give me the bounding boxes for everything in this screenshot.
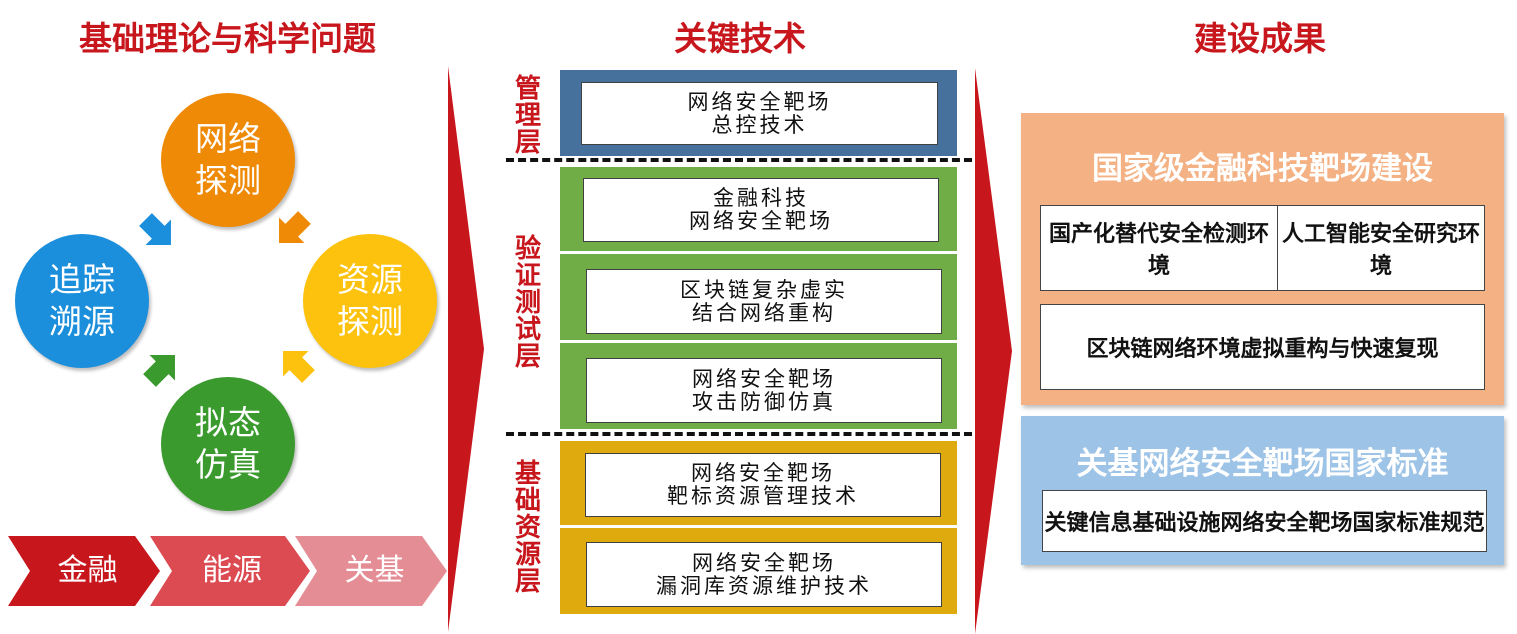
- tech-box-line1: 金融科技: [713, 186, 809, 210]
- layer-label-char: 验: [514, 234, 541, 264]
- circle-line1: 网络: [195, 119, 261, 158]
- circle-line2: 仿真: [195, 445, 261, 484]
- arrow-resource-to-mimic-icon: [283, 351, 315, 383]
- circle-line1: 追踪: [49, 260, 115, 299]
- layer-label-foundation: 基 础 资 源 层: [508, 461, 548, 596]
- flow-arrow-middle-to-right-icon: [975, 68, 1012, 634]
- circle-line2: 探测: [337, 302, 403, 341]
- layer-label-char: 源: [514, 540, 541, 570]
- tech-box-line2: 靶标资源管理技术: [667, 484, 859, 508]
- result-panel-title: 关基网络安全靶场国家标准: [1076, 446, 1449, 482]
- tech-box-range-control: 网络安全靶场 总控技术: [581, 82, 938, 145]
- layer-label-char: 层: [514, 567, 541, 597]
- layer-label-char: 资: [514, 513, 541, 543]
- layer-label-char: 证: [514, 261, 541, 291]
- layer-label-char: 测: [514, 288, 541, 318]
- circle-line2: 溯源: [49, 302, 115, 341]
- right-section-title: 建设成果: [1194, 19, 1326, 58]
- result-panel-title: 国家级金融科技靶场建设: [1092, 151, 1433, 187]
- layer-label-verification: 验 证 测 试 层: [508, 236, 548, 371]
- layer-divider-2: [506, 432, 972, 436]
- layer-label-management: 管 理 层: [508, 76, 548, 157]
- layer-label-char: 基: [514, 459, 541, 489]
- circle-line1: 拟态: [195, 403, 261, 442]
- circle-line2: 探测: [195, 161, 261, 200]
- result-box-domestic-substitution: 国产化替代安全检测环境: [1040, 205, 1278, 291]
- circle-line1: 资源: [337, 260, 403, 299]
- tech-box-line1: 网络安全靶场: [687, 89, 832, 114]
- middle-section-title: 关键技术: [674, 19, 806, 58]
- chevron-shape-finance: [8, 536, 160, 606]
- left-section-title: 基础理论与科学问题: [79, 19, 376, 58]
- circle-resource-detection: 资源 探测: [303, 234, 437, 368]
- domain-label-finance: 金融: [57, 553, 118, 588]
- tech-box-line1: 区块链复杂虚实: [680, 277, 848, 302]
- tech-box-line1: 网络安全靶场: [691, 461, 835, 485]
- tech-box-line2: 攻击防御仿真: [692, 389, 836, 414]
- tech-box-line1: 网络安全靶场: [692, 550, 836, 575]
- tech-box-line2: 网络安全靶场: [689, 209, 833, 233]
- layer-label-char: 理: [514, 101, 541, 131]
- circle-mimic-simulation: 拟态 仿真: [161, 377, 295, 511]
- layer-label-char: 管: [514, 74, 541, 104]
- tech-box-target-resource: 网络安全靶场 靶标资源管理技术: [585, 453, 941, 517]
- domain-label-energy: 能源: [202, 553, 262, 588]
- arrow-network-to-resource-icon: [279, 211, 311, 243]
- result-panel-national-standard: 关基网络安全靶场国家标准 关键信息基础设施网络安全靶场国家标准规范: [1021, 416, 1504, 565]
- chevron-shape-infra: [295, 536, 447, 606]
- circle-trace-source: 追踪 溯源: [15, 234, 149, 368]
- layer-label-char: 试: [514, 315, 541, 345]
- tech-box-line1: 网络安全靶场: [692, 366, 836, 391]
- cycle-arrows: [139, 211, 315, 387]
- tech-box-fintech-range: 金融科技 网络安全靶场: [583, 178, 939, 242]
- result-box-ai-security: 人工智能安全研究环境: [1277, 205, 1485, 291]
- layer-divider-1: [506, 158, 972, 162]
- domain-label-infra: 关基: [344, 553, 405, 588]
- layer-label-char: 层: [514, 128, 541, 158]
- circle-network-detection: 网络 探测: [161, 93, 295, 227]
- flow-arrow-left-to-middle-icon: [448, 66, 484, 632]
- tech-box-line2: 结合网络重构: [692, 300, 836, 325]
- result-box-national-standard-spec: 关键信息基础设施网络安全靶场国家标准规范: [1042, 490, 1487, 552]
- arrow-mimic-to-trace-icon: [143, 355, 175, 387]
- domain-chevrons: [8, 536, 447, 606]
- tech-box-line2: 漏洞库资源维护技术: [656, 573, 872, 598]
- chevron-shape-energy: [150, 536, 310, 606]
- tech-box-line2: 总控技术: [711, 112, 808, 137]
- layer-label-char: 础: [514, 486, 541, 516]
- tech-box-blockchain-network: 区块链复杂虚实 结合网络重构: [586, 269, 942, 334]
- result-box-blockchain-reconstruction: 区块链网络环境虚拟重构与快速复现: [1040, 304, 1485, 390]
- arrow-trace-to-network-icon: [139, 213, 171, 245]
- tech-box-vuln-library: 网络安全靶场 漏洞库资源维护技术: [586, 542, 942, 607]
- layer-label-char: 层: [514, 342, 541, 372]
- result-panel-fintech-range: 国家级金融科技靶场建设 国产化替代安全检测环境 人工智能安全研究环境 区块链网络…: [1021, 113, 1504, 405]
- tech-box-attack-defense: 网络安全靶场 攻击防御仿真: [586, 358, 942, 423]
